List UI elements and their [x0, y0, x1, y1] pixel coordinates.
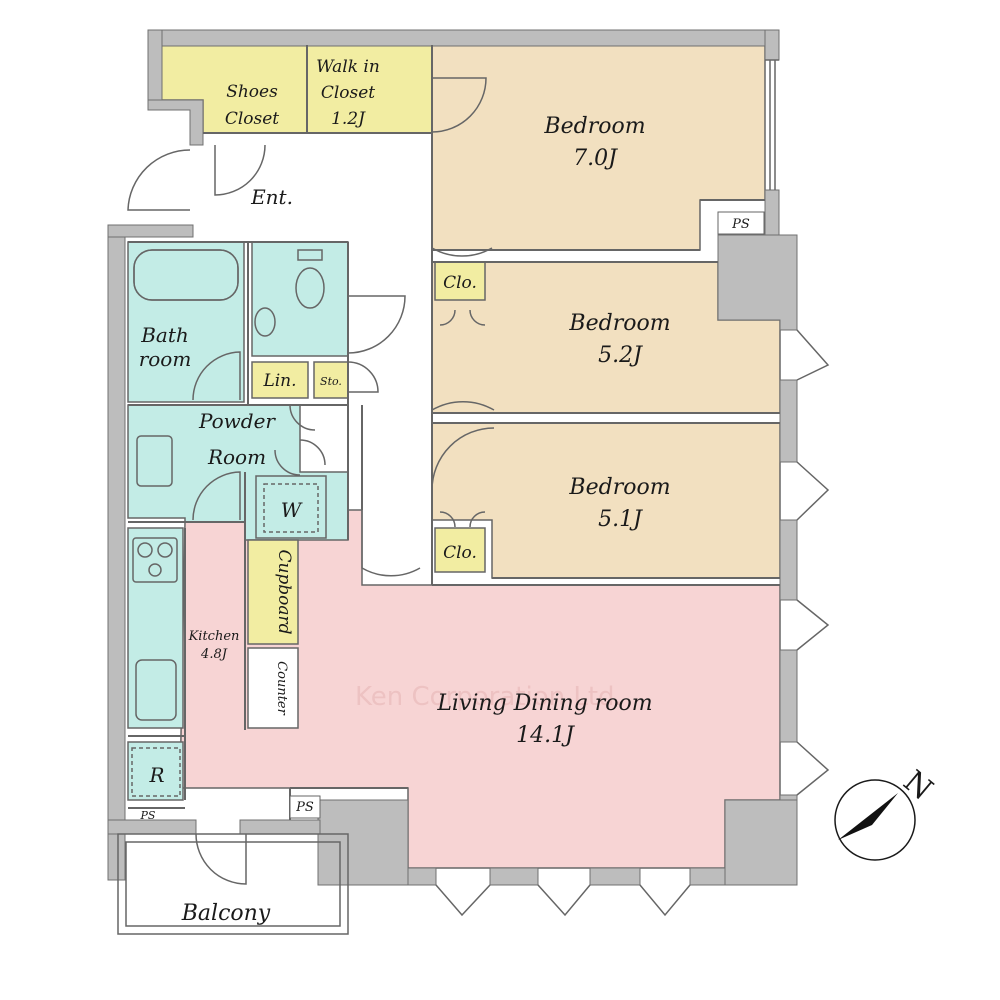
north-compass: N [834, 764, 939, 861]
balcony-label: Balcony [181, 901, 271, 926]
shoes-closet-label-1: Shoes [226, 82, 278, 102]
walkin-closet-size: 1.2J [331, 109, 366, 129]
storage-label: Sto. [320, 375, 342, 388]
washer-label: W [281, 498, 303, 522]
refrigerator-label: R [148, 763, 164, 787]
bathroom-label-2: room [139, 347, 192, 371]
entrance-label: Ent. [250, 185, 293, 209]
kitchen-sink [135, 659, 177, 721]
bedroom-1-size: 7.0J [573, 146, 618, 171]
bedroom-3-size: 5.1J [598, 507, 643, 532]
ps-left-label: PS [140, 809, 156, 822]
toilet-fill [251, 241, 349, 357]
cupboard-fill [247, 539, 299, 645]
closet-a-fill [434, 261, 486, 301]
washer-outline [263, 483, 319, 533]
kitchen-counter-fill [127, 527, 184, 729]
bathroom-label-1: Bath [140, 323, 189, 347]
linen-label: Lin. [262, 371, 296, 391]
powder-room-label-2: Room [207, 445, 266, 469]
fridge-outline [131, 747, 181, 797]
door-swings [127, 59, 830, 917]
powder-room-label-1: Powder [198, 409, 276, 433]
fridge-fill [127, 741, 184, 801]
bedroom-3-label: Bedroom [568, 475, 670, 500]
compass-arrow-icon [838, 793, 898, 840]
walkin-closet-label-2: Closet [321, 83, 375, 103]
bedroom-1-label: Bedroom [543, 114, 645, 139]
kitchen-size: 4.8J [200, 647, 228, 662]
washbasin [254, 307, 276, 337]
walkin-closet-label-1: Walk in [316, 57, 380, 77]
ps-mid-box [289, 795, 321, 819]
bedroom-2-size: 5.2J [598, 343, 643, 368]
toilet [295, 267, 325, 309]
stove [132, 537, 178, 583]
counter-label: Counter [274, 661, 289, 715]
ps-top-label: PS [731, 217, 750, 232]
ps-mid-label: PS [295, 800, 314, 815]
washer-fill [255, 475, 327, 539]
shoes-closet-label-2: Closet [225, 109, 279, 129]
linen-fill [251, 361, 309, 399]
bathroom-fill [127, 241, 245, 403]
bedroom-2-label: Bedroom [568, 311, 670, 336]
ldk-label: Living Dining room [436, 691, 652, 716]
closet-a-label: Clo. [443, 273, 477, 293]
walls [107, 29, 798, 886]
ps-top-box [717, 211, 765, 235]
counter-fill [247, 647, 299, 729]
balcony-outline [117, 833, 349, 935]
sink-vanity [136, 435, 173, 487]
toilet-tank [297, 249, 323, 261]
cupboard-label: Cupboard [274, 549, 294, 634]
closet-b-fill [434, 527, 486, 573]
partitions [128, 45, 780, 820]
fixtures [117, 249, 349, 935]
ldk-size: 14.1J [516, 723, 575, 748]
watermark: Ken Corporation Ltd. [355, 682, 623, 712]
closet-b-label: Clo. [443, 543, 477, 563]
kitchen-label: Kitchen [188, 629, 240, 644]
